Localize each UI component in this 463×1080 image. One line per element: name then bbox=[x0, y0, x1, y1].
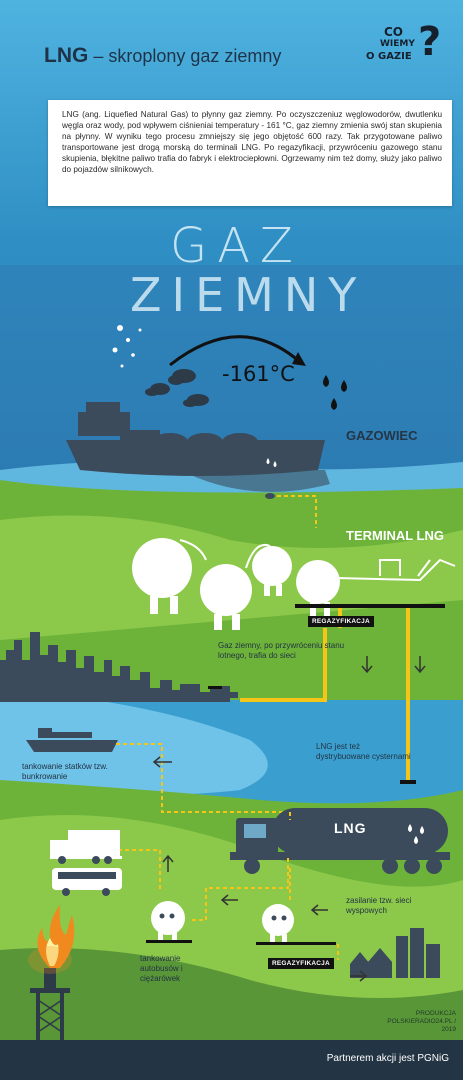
production-credit: PRODUKCJA POLSKIERADIO24.PL / 2019 bbox=[387, 1010, 456, 1033]
cooling-arrow bbox=[169, 335, 301, 367]
station-platform bbox=[146, 940, 192, 943]
gazowiec-label: GAZOWIEC bbox=[346, 428, 418, 443]
lng-tanker-ship bbox=[66, 402, 330, 492]
cooling-arrowhead bbox=[292, 352, 306, 366]
left-arrow-icon bbox=[152, 756, 328, 916]
logo-line1: CO bbox=[384, 25, 404, 39]
city-skyline bbox=[0, 632, 230, 702]
tanker-drop-icon bbox=[266, 458, 277, 467]
tower-truss bbox=[37, 999, 63, 1033]
cisterns-note: LNG jest też dystrybuowane cysternami bbox=[316, 742, 411, 761]
up-arrow-icon bbox=[162, 854, 174, 872]
truck-lng-label: LNG bbox=[334, 820, 367, 836]
pipe-end bbox=[400, 780, 416, 784]
regasification-tag-2: REGAZYFIKACJA bbox=[268, 958, 334, 969]
co-wiemy-o-gazie-logo: CO WIEMY O GAZIE ? bbox=[366, 22, 446, 82]
lng-storage-tanks bbox=[132, 538, 340, 630]
bunkering-note: tankowanie statków tzw. bunkrowanie bbox=[22, 762, 108, 781]
headline-ziemny: ZIEMNY bbox=[130, 268, 367, 322]
title-bold: LNG bbox=[44, 44, 89, 67]
bunkering-ship bbox=[26, 728, 118, 752]
truck-drop-icon bbox=[408, 824, 424, 844]
flame-icon bbox=[28, 905, 75, 974]
truck-lines bbox=[118, 812, 291, 921]
terminal-pipes bbox=[179, 539, 456, 582]
city-pipe-end bbox=[208, 686, 222, 689]
truck-wheels bbox=[58, 856, 112, 864]
houses-icon bbox=[350, 928, 440, 978]
truck-window bbox=[244, 824, 266, 838]
water-bubbles bbox=[112, 325, 142, 368]
gas-rig-tower bbox=[30, 968, 70, 1040]
terminal-platform bbox=[295, 604, 445, 608]
right-arrow-icon bbox=[350, 970, 368, 982]
tank-drop-icon bbox=[159, 913, 287, 921]
regas-tank bbox=[151, 901, 294, 942]
ship-valve bbox=[265, 493, 275, 499]
title-rest: – skroplony gaz ziemny bbox=[88, 46, 282, 66]
drop-icon bbox=[323, 375, 347, 410]
bus-windows bbox=[58, 872, 116, 896]
question-mark-icon: ? bbox=[418, 19, 442, 65]
intro-text: LNG (ang. Liquefied Natural Gas) to płyn… bbox=[62, 110, 442, 174]
gas-to-grid-note: Gaz ziemny, po przywróceniu stanu lotneg… bbox=[218, 641, 345, 660]
island-grid-note: zasilanie tzw. sieci wyspowych bbox=[346, 896, 412, 915]
hill-shadow bbox=[0, 948, 463, 1040]
footer-bar: Partnerem akcji jest PGNiG bbox=[0, 1040, 463, 1080]
ship-pipeline bbox=[270, 495, 317, 528]
temperature-label: -161°C bbox=[222, 362, 295, 386]
partner-text: Partnerem akcji jest PGNiG bbox=[326, 1053, 449, 1064]
logo-line3: O GAZIE bbox=[366, 51, 412, 62]
cloud-icon bbox=[145, 369, 209, 407]
lake bbox=[0, 690, 268, 795]
island-platform bbox=[256, 942, 336, 945]
logo-line2: WIEMY bbox=[380, 39, 415, 49]
intro-card: LNG (ang. Liquefied Natural Gas) to płyn… bbox=[48, 100, 452, 206]
fueling-note: tankowanie autobusów i ciężarówek bbox=[140, 954, 183, 983]
bunkering-line bbox=[116, 743, 290, 813]
page-title: LNG – skroplony gaz ziemny bbox=[44, 44, 281, 68]
truck-vehicle-icon bbox=[50, 830, 122, 859]
headline-gaz: GAZ bbox=[170, 218, 303, 274]
down-arrow-icon bbox=[361, 656, 426, 674]
terminal-label: TERMINAL LNG bbox=[346, 528, 444, 543]
regasification-tag: REGAZYFIKACJA bbox=[308, 616, 374, 627]
city-pipe-joint bbox=[208, 692, 238, 698]
